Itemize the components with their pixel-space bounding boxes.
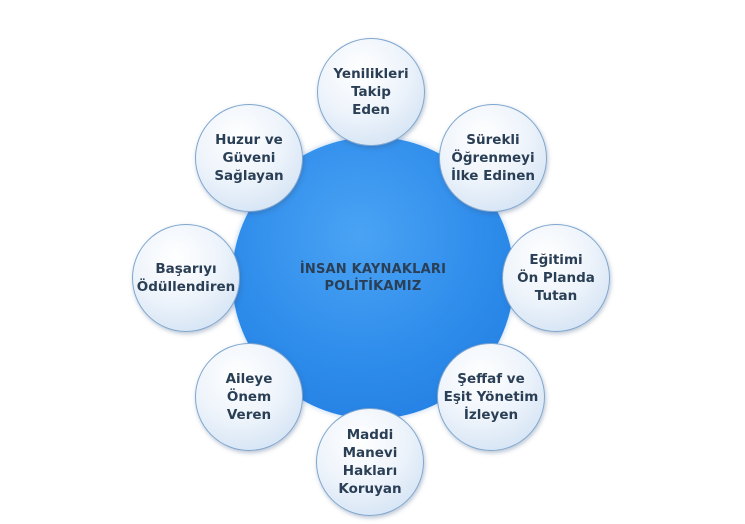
center-title-line-1: İNSAN KAYNAKLARI [299, 262, 447, 277]
node-line: Aileye [225, 371, 273, 387]
node-line: Koruyan [338, 481, 402, 497]
node-line: Sağlayan [214, 168, 284, 184]
node-egitimi-on-planda: Eğitimi Ön Planda Tutan [502, 224, 610, 332]
center-title-line-2: POLİTİKAMIZ [324, 279, 422, 294]
node-line: Veren [226, 407, 272, 423]
node-line: Güveni [222, 150, 276, 166]
node-line: Hakları [342, 463, 398, 479]
node-aileye-onem-veren: Aileye Önem Veren [195, 343, 303, 451]
node-line: Eşit Yönetim [443, 389, 539, 405]
node-seffaf-esit-yonetim: Şeffaf ve Eşit Yönetim İzleyen [437, 343, 545, 451]
node-line: İzleyen [463, 407, 519, 423]
node-huzur-guven-saglayan: Huzur ve Güveni Sağlayan [195, 104, 303, 212]
node-line: Manevi [342, 445, 398, 461]
node-line: Önem [226, 389, 272, 405]
node-surekli-ogrenmeyi: Sürekli Öğrenmeyi İlke Edinen [439, 104, 547, 212]
node-line: Sürekli [466, 132, 520, 148]
center-title: İNSAN KAYNAKLARI POLİTİKAMIZ [232, 137, 514, 419]
node-yenilikleri-takip-eden: Yenilikleri Takip Eden [317, 38, 425, 146]
node-line: Takip [351, 84, 391, 100]
node-maddi-manevi-haklari: Maddi Manevi Hakları Koruyan [316, 408, 424, 516]
node-line: Eden [352, 102, 390, 118]
node-line: Şeffaf ve [457, 371, 525, 387]
node-line: Ön Planda [517, 270, 595, 286]
node-line: Huzur ve [215, 132, 283, 148]
node-line: Yenilikleri [333, 66, 409, 82]
node-line: Tutan [534, 288, 578, 304]
node-line: Ödüllendiren [136, 279, 236, 295]
node-line: Başarıyı [155, 261, 217, 277]
node-line: Maddi [346, 427, 394, 443]
node-line: Eğitimi [529, 252, 583, 268]
node-line: İlke Edinen [450, 168, 535, 184]
node-basariyi-odullendiren: Başarıyı Ödüllendiren [132, 224, 240, 332]
node-line: Öğrenmeyi [451, 150, 535, 166]
